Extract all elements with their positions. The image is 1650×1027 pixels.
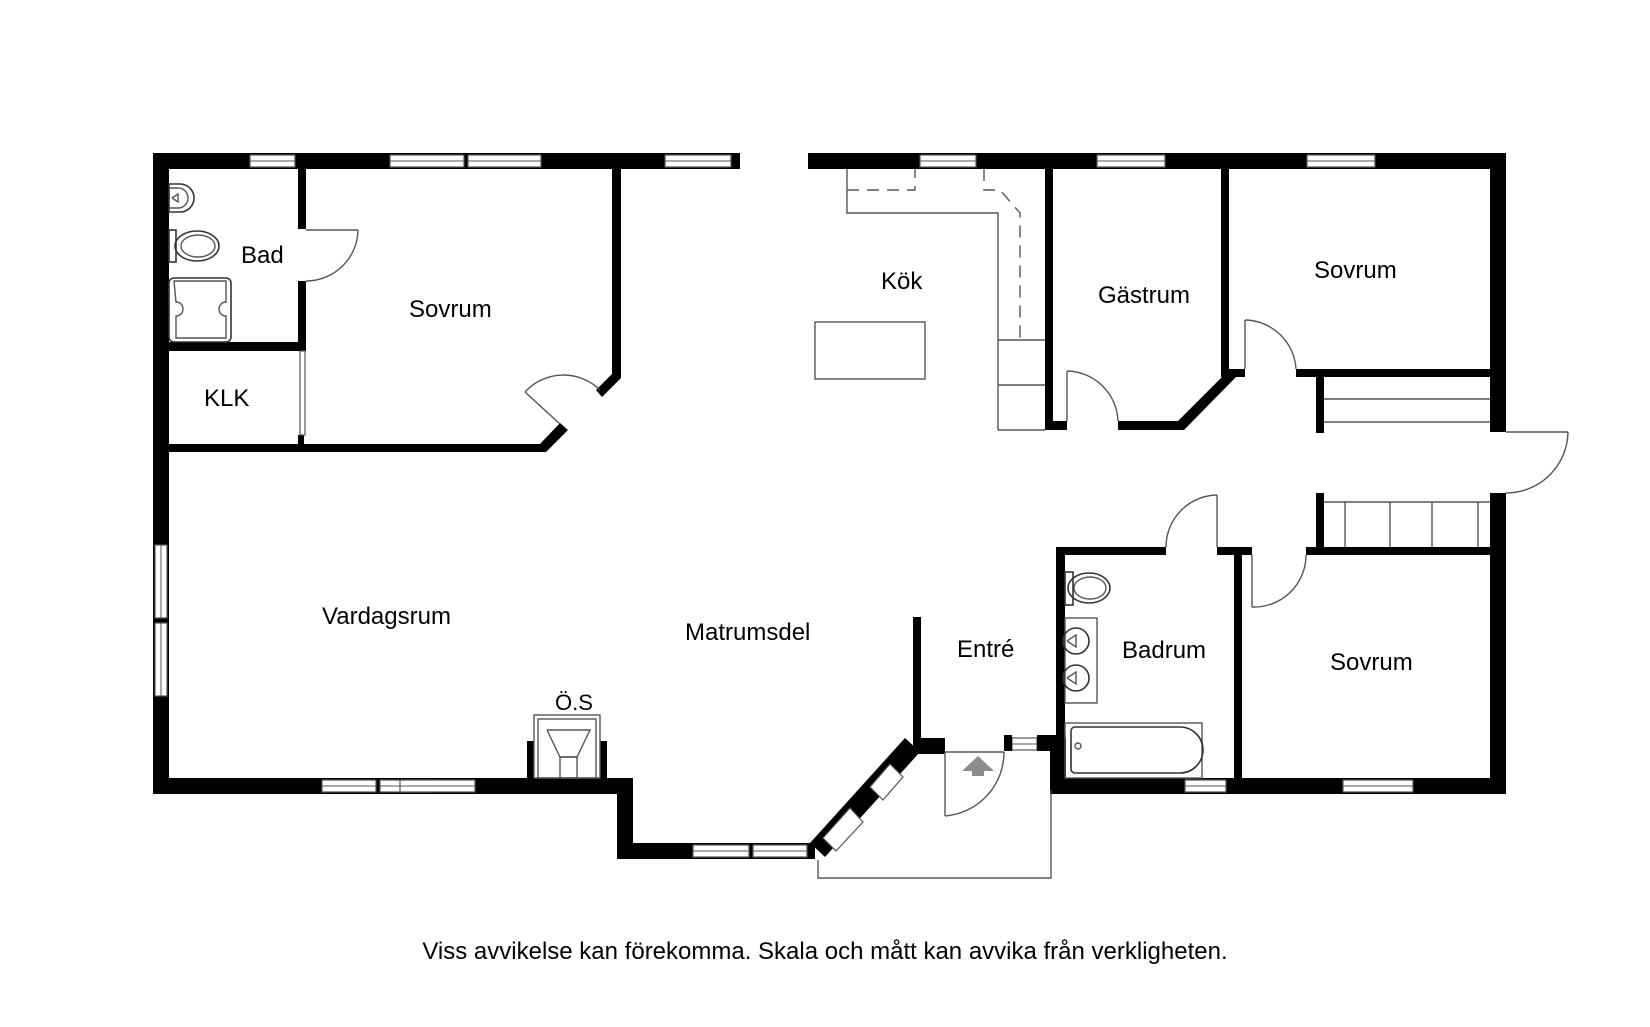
interior-walls (153, 153, 1496, 785)
closet-shelves (1324, 398, 1490, 547)
room-label-badrum: Badrum (1122, 637, 1206, 664)
door-badrum (1165, 494, 1218, 548)
doors (305, 229, 1569, 817)
exterior-walls (153, 153, 1506, 859)
room-label-vardagsrum: Vardagsrum (322, 603, 451, 630)
shower-icon (168, 277, 232, 343)
badrum-fixtures (1062, 571, 1204, 779)
door-bad (305, 229, 359, 282)
bathtub-icon (1064, 722, 1204, 779)
door-sovrum-3 (1251, 554, 1307, 608)
toilet-icon (1064, 571, 1111, 606)
door-entrance (944, 751, 1005, 817)
sink-icon (1062, 664, 1090, 692)
room-label-kok: Kök (881, 268, 923, 295)
room-label-sovrum-2: Sovrum (1314, 257, 1397, 284)
door-exterior-right (1505, 431, 1569, 494)
door-gastrum (1066, 370, 1119, 422)
entrance-porch (817, 790, 1052, 879)
sink-icon (168, 183, 195, 213)
room-label-entre: Entré (957, 636, 1014, 663)
kitchen-island (814, 321, 926, 380)
room-label-gastrum: Gästrum (1098, 282, 1190, 309)
diagonal-window-wall (810, 738, 920, 857)
fireplace-icon (527, 714, 607, 781)
room-label-sovrum-1: Sovrum (409, 296, 492, 323)
arrow-up-icon (962, 756, 994, 776)
toilet-icon (168, 229, 220, 263)
fireplace-label: Ö.S (555, 690, 593, 715)
room-label-klk: KLK (204, 385, 249, 412)
room-label-bad: Bad (241, 242, 284, 269)
sink-icon (1062, 627, 1090, 655)
bad-fixtures (168, 183, 232, 343)
disclaimer-text: Viss avvikelse kan förekomma. Skala och … (422, 938, 1228, 965)
door-sovrum-1 (524, 374, 601, 425)
door-sovrum-2 (1244, 319, 1297, 370)
room-label-matrumsdel: Matrumsdel (685, 619, 810, 646)
room-label-sovrum-3: Sovrum (1330, 649, 1413, 676)
kitchen-counters (814, 169, 1045, 431)
room-labels: Bad Sovrum KLK Kök Gästrum Sovrum Vardag… (204, 242, 1413, 715)
